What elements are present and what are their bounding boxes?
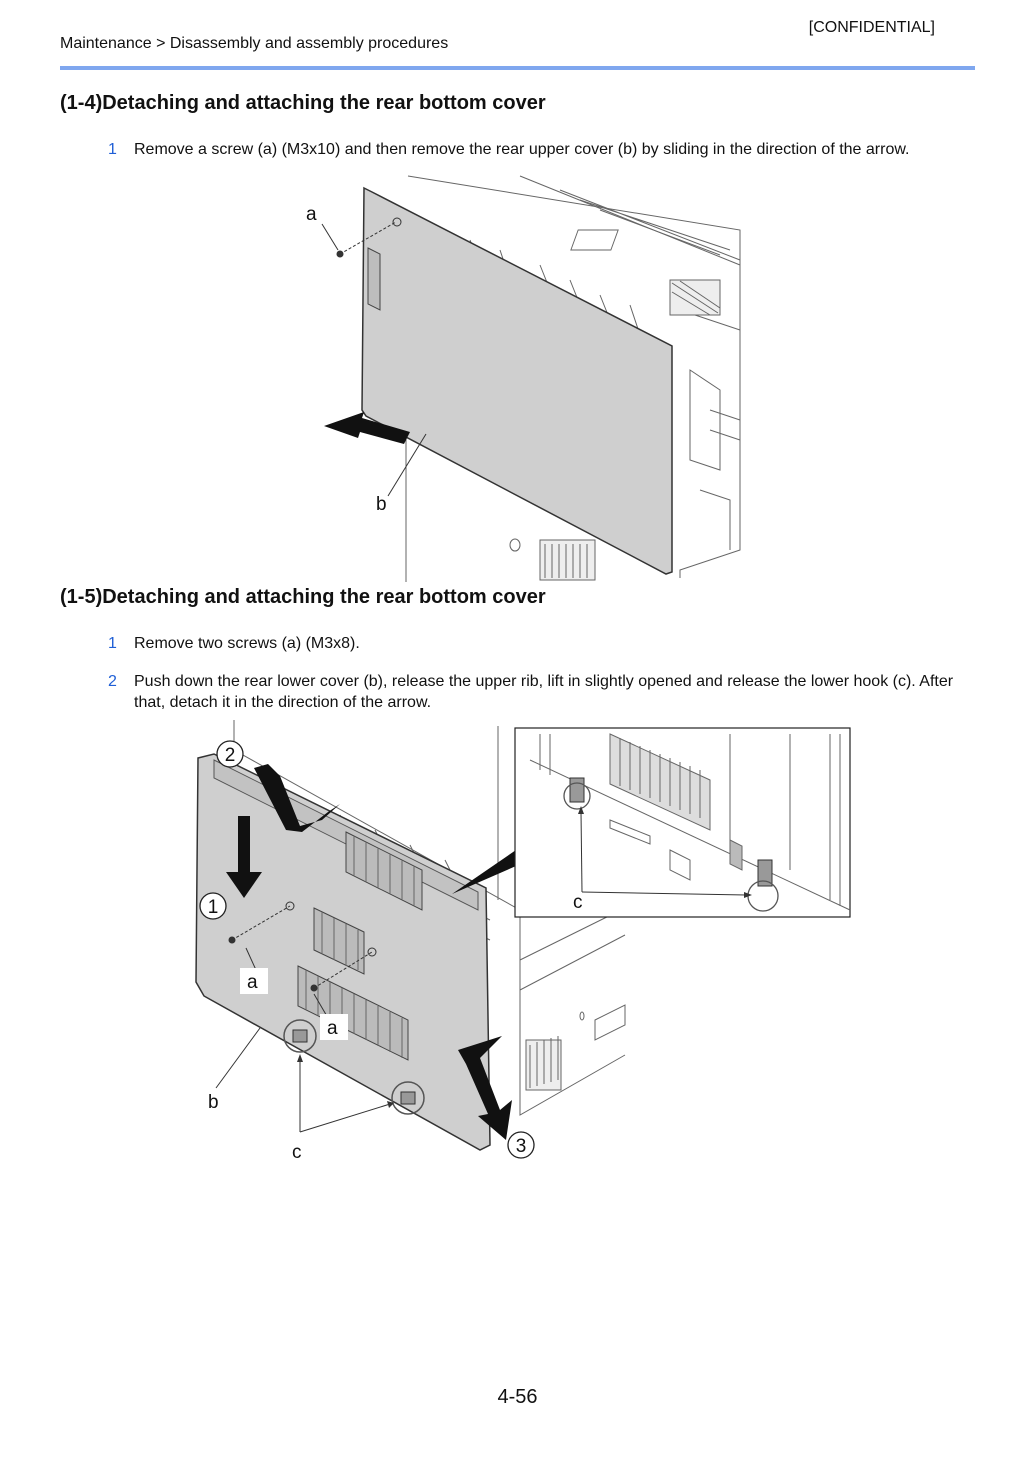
inset-leader-arrowhead: [744, 892, 752, 898]
step-marker-3-label: 3: [516, 1136, 527, 1157]
step-marker-1: [199, 892, 227, 920]
screw-a: [336, 250, 344, 258]
callout-label-c: c: [292, 1142, 302, 1163]
inset-leader-c-1: [580, 811, 583, 893]
inset-hook-c-2: [757, 859, 773, 887]
illustration-rear-bottom-cover: 2 1 3 a a b c c: [195, 720, 851, 1163]
leader-line-b: [387, 433, 427, 497]
callout-label-a: a: [247, 972, 258, 993]
leader-line-a1: [245, 947, 257, 971]
cover-vents: [297, 831, 423, 1061]
callout-label-a: a: [327, 1018, 338, 1039]
breadcrumb: Maintenance > Disassembly and assembly p…: [60, 35, 449, 52]
screw-hole: [285, 901, 295, 911]
step-number: 2: [108, 673, 117, 690]
leader-line-a: [321, 223, 339, 251]
vent-slats: [305, 836, 415, 1058]
figure-rear-upper-cover: a b: [300, 170, 750, 582]
inset-hook-c-1: [569, 777, 585, 803]
hook-c: [400, 1091, 416, 1105]
inset-leader-arrowhead: [578, 806, 584, 814]
screw-guide-line: [339, 221, 397, 255]
label-box: [240, 968, 268, 994]
hook-c-highlight: [283, 1019, 317, 1053]
page-number: 4-56: [497, 1386, 538, 1408]
slide-direction-arrow: [324, 412, 410, 444]
callout-label-a: a: [306, 204, 317, 225]
step-marker-2: [216, 740, 244, 768]
screw-a-left: [228, 936, 236, 944]
step-marker-1-label: 1: [208, 897, 219, 918]
callout-label-b: b: [208, 1092, 219, 1113]
push-down-arrow-1: [226, 816, 262, 898]
screw-hole: [392, 217, 402, 227]
confidential-label: [CONFIDENTIAL]: [808, 19, 935, 36]
detach-arrow-3: [458, 1036, 512, 1140]
step-marker-3: [507, 1131, 535, 1159]
illustration-rear-upper-cover: a b: [306, 175, 741, 582]
leader-line-c-2: [299, 1103, 391, 1133]
rear-upper-cover-panel: [361, 186, 673, 575]
leader-arrowhead: [387, 1101, 394, 1108]
hook-c-highlight: [391, 1081, 425, 1115]
label-box: [320, 1014, 348, 1040]
screw-a-right: [310, 984, 318, 992]
leader-arrowhead: [297, 1054, 303, 1062]
screw-guide-line: [231, 905, 291, 941]
section-title-rear-bottom-cover: (1-5)Detaching and attaching the rear bo…: [60, 586, 546, 608]
lift-arrow-2: [254, 764, 340, 832]
step-text: Push down the rear lower cover (b), rele…: [134, 673, 954, 711]
inset-leader-c-2: [581, 891, 747, 896]
inset-hook-highlight: [563, 782, 591, 810]
leader-line-b: [215, 1027, 261, 1089]
step-number: 1: [108, 635, 117, 652]
step-number: 1: [108, 141, 117, 158]
inset-detail-box: [514, 727, 851, 918]
screw-guide-line: [313, 951, 373, 989]
header-divider: [60, 66, 975, 70]
inset-callout-label-c: c: [573, 892, 583, 913]
step-marker-2-label: 2: [225, 745, 236, 766]
screw-hole: [367, 947, 377, 957]
inset-connector: [452, 850, 516, 894]
step-text: Remove a screw (a) (M3x10) and then remo…: [134, 141, 910, 158]
step-text: Remove two screws (a) (M3x8).: [134, 635, 360, 652]
section-title-rear-upper-cover: (1-4)Detaching and attaching the rear bo…: [60, 92, 546, 114]
cover-recess: [367, 247, 381, 311]
hook-c: [292, 1029, 308, 1043]
callout-label-b: b: [376, 494, 387, 515]
figure-rear-bottom-cover: 2 1 3 a a b c c: [190, 720, 860, 1170]
